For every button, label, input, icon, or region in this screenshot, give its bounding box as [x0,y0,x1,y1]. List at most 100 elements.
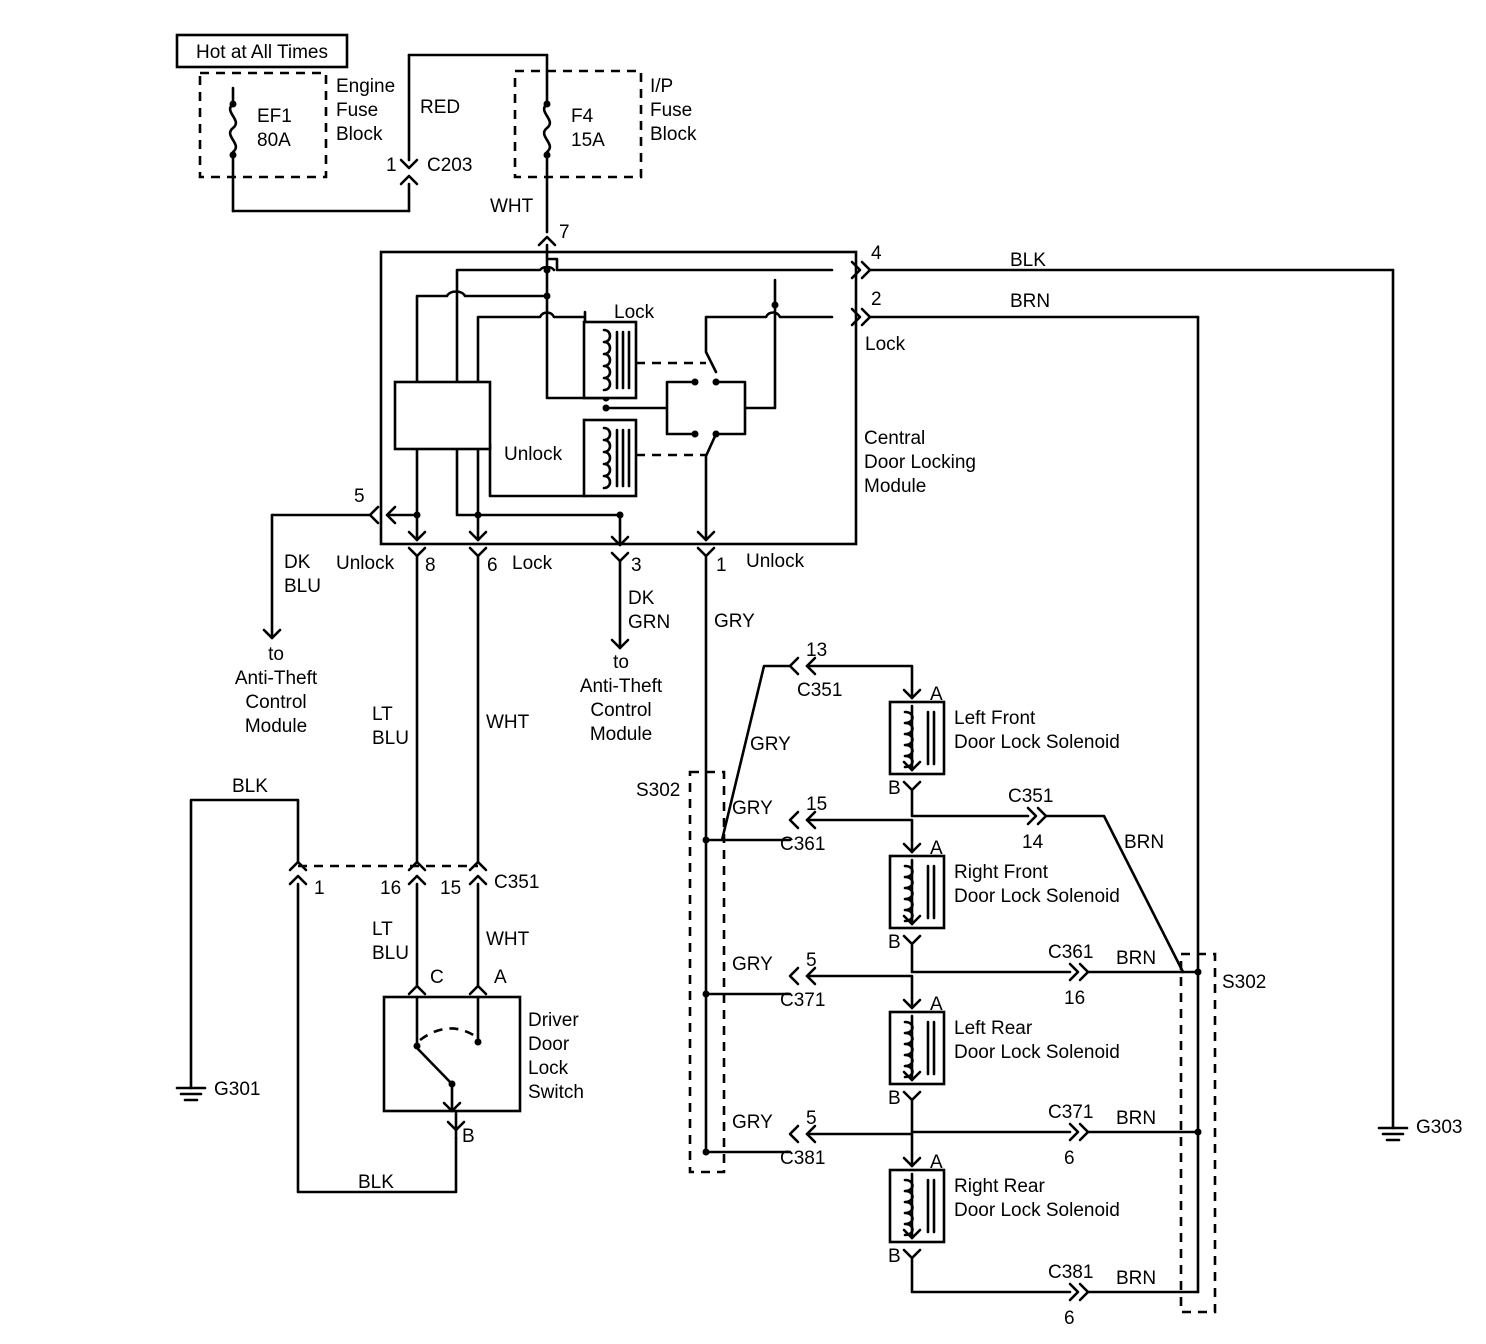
left-front-core-icon [926,710,936,766]
left-rear-gry-pin: 5 [806,950,817,971]
right-front-coil-icon [903,858,914,926]
ground-g301-icon [175,1086,207,1102]
module-pin-6: 6 [487,555,498,576]
ground-g303-icon [1377,1126,1409,1142]
c203-wire-color: RED [420,97,460,118]
unlock-relay-label: Unlock [504,444,563,465]
switch-a-wire-color: WHT [486,929,530,950]
right-rear-brn-wire [902,1248,1072,1294]
left-rear-brn-wire [902,1090,1072,1134]
right-rear-coil-icon [903,1172,914,1240]
module-pin-1-label: Unlock [746,551,805,572]
left-rear-terminal-a-icon [902,998,922,1010]
left-rear-brn-connector-icon [1068,1122,1090,1142]
right-rear-gry-wire-color: GRY [732,1112,773,1133]
switch-c-wire-color-1: LT [372,919,393,940]
module-control-unit [393,380,492,451]
pin-2-circuit: BRN S302 [868,291,1266,1314]
left-front-brn-pin: 14 [1022,832,1044,853]
fuse-f4-rating: 15A [571,130,605,151]
ip-fuse-block: F4 15A I/P Fuse Block WHT 7 [490,69,697,247]
right-rear-terminal-a: A [930,1152,943,1173]
right-front-name-2: Door Lock Solenoid [954,886,1120,907]
right-front-arrow-icon [902,914,922,926]
c351-left-connector: 1 16 15 C351 [288,860,539,899]
pin-3-wire-color-1: DK [628,588,655,609]
ground-g301-wire-color: BLK [232,776,268,797]
module-pin-2-label: Lock [865,334,906,355]
pin-8-wire-color-1: LT [372,704,393,725]
right-rear-gry-wire [805,1132,914,1168]
right-front-brn-wire-color: BRN [1116,948,1156,969]
module-pin-8-label: Unlock [336,553,395,574]
pin-5-dest-1: to [268,644,284,665]
left-rear-gry-connector: C371 [780,990,825,1011]
engine-fuse-block: EF1 80A Engine Fuse Block [198,71,395,213]
fuse-f4-icon [542,102,552,154]
module-label-1: Central [864,428,925,449]
right-rear-gry-pin: 5 [806,1108,817,1129]
pin-4-wire-color: BLK [1010,250,1046,271]
splice-s302-right-label: S302 [1222,972,1266,993]
pin-3-dest-3: Control [590,700,651,721]
left-rear-brn-pin: 6 [1064,1148,1075,1169]
c351-left-pin-15: 15 [440,878,461,899]
right-front-brn-wire [902,934,1072,974]
right-front-name-1: Right Front [954,862,1049,883]
switch-label-3: Lock [528,1058,569,1079]
pin-2-wire-color: BRN [1010,291,1050,312]
c351-left-pin-1: 1 [314,878,325,899]
switch-b-wire-color: BLK [358,1172,394,1193]
pin-5-wire-color-2: BLU [284,576,321,597]
left-front-name-1: Left Front [954,708,1036,729]
engine-fuse-block-label-1: Engine [336,76,395,97]
module-label-2: Door Locking [864,452,976,473]
left-rear-terminal-b: B [888,1088,901,1109]
c351-pin-15-icon [468,860,488,886]
central-door-locking-module: Central Door Locking Module Lock [336,243,976,576]
splice-to-c351-wire-color: GRY [750,734,791,755]
power-bus: RED 1 C203 [231,53,549,213]
left-front-terminal-b: B [888,778,901,799]
left-rear-terminal-a: A [930,994,943,1015]
ground-g301-circuit: BLK G301 BLK [175,776,458,1194]
left-rear-name-1: Left Rear [954,1018,1033,1039]
pin-3-dest-4: Module [590,724,652,745]
left-rear-brn-wire-color: BRN [1116,1108,1156,1129]
pin-1-circuit: GRY S302 GRY [636,554,792,1174]
switch-contact-icon [415,1046,454,1086]
right-front-gry-wire [805,818,914,854]
ip-fuse-block-label-1: I/P [650,76,673,97]
left-front-coil-icon [903,704,914,772]
right-rear-terminal-a-icon [902,1156,922,1168]
left-rear-gry-wire [805,974,914,1010]
left-rear-arrow-icon [902,1070,922,1082]
right-front-gry-connector: C361 [780,834,825,855]
c351-left-label: C351 [494,872,539,893]
left-front-name-2: Door Lock Solenoid [954,732,1120,753]
ip-fuse-block-label-2: Fuse [650,100,692,121]
pin-5-arrow-icon [262,628,282,640]
switch-terminal-b: B [462,1126,475,1147]
left-front-terminal-a-icon [902,688,922,700]
fuse-ef1-icon [228,102,238,154]
right-front-gry-pin: 15 [806,794,827,815]
c351-left-pin-16: 16 [380,878,401,899]
left-rear-name-2: Door Lock Solenoid [954,1042,1120,1063]
pin-3-dest-2: Anti-Theft [580,676,663,697]
module-input-wire-color: WHT [490,196,534,217]
lock-relay: Lock [582,302,706,400]
fuse-f4-name: F4 [571,106,594,127]
pin-5-circuit: DK BLU to Anti-Theft Control Module [235,513,372,737]
pin-3-circuit: DK GRN to Anti-Theft Control Module [580,559,670,745]
left-front-brn-wire-color: BRN [1124,832,1164,853]
pin-5-dest-2: Anti-Theft [235,668,318,689]
pin-8-6-circuits: LT BLU WHT [372,554,530,864]
pin-3-dest-1: to [613,652,629,673]
power-source: Hot at All Times [175,33,349,69]
left-rear-core-icon [926,1020,936,1076]
